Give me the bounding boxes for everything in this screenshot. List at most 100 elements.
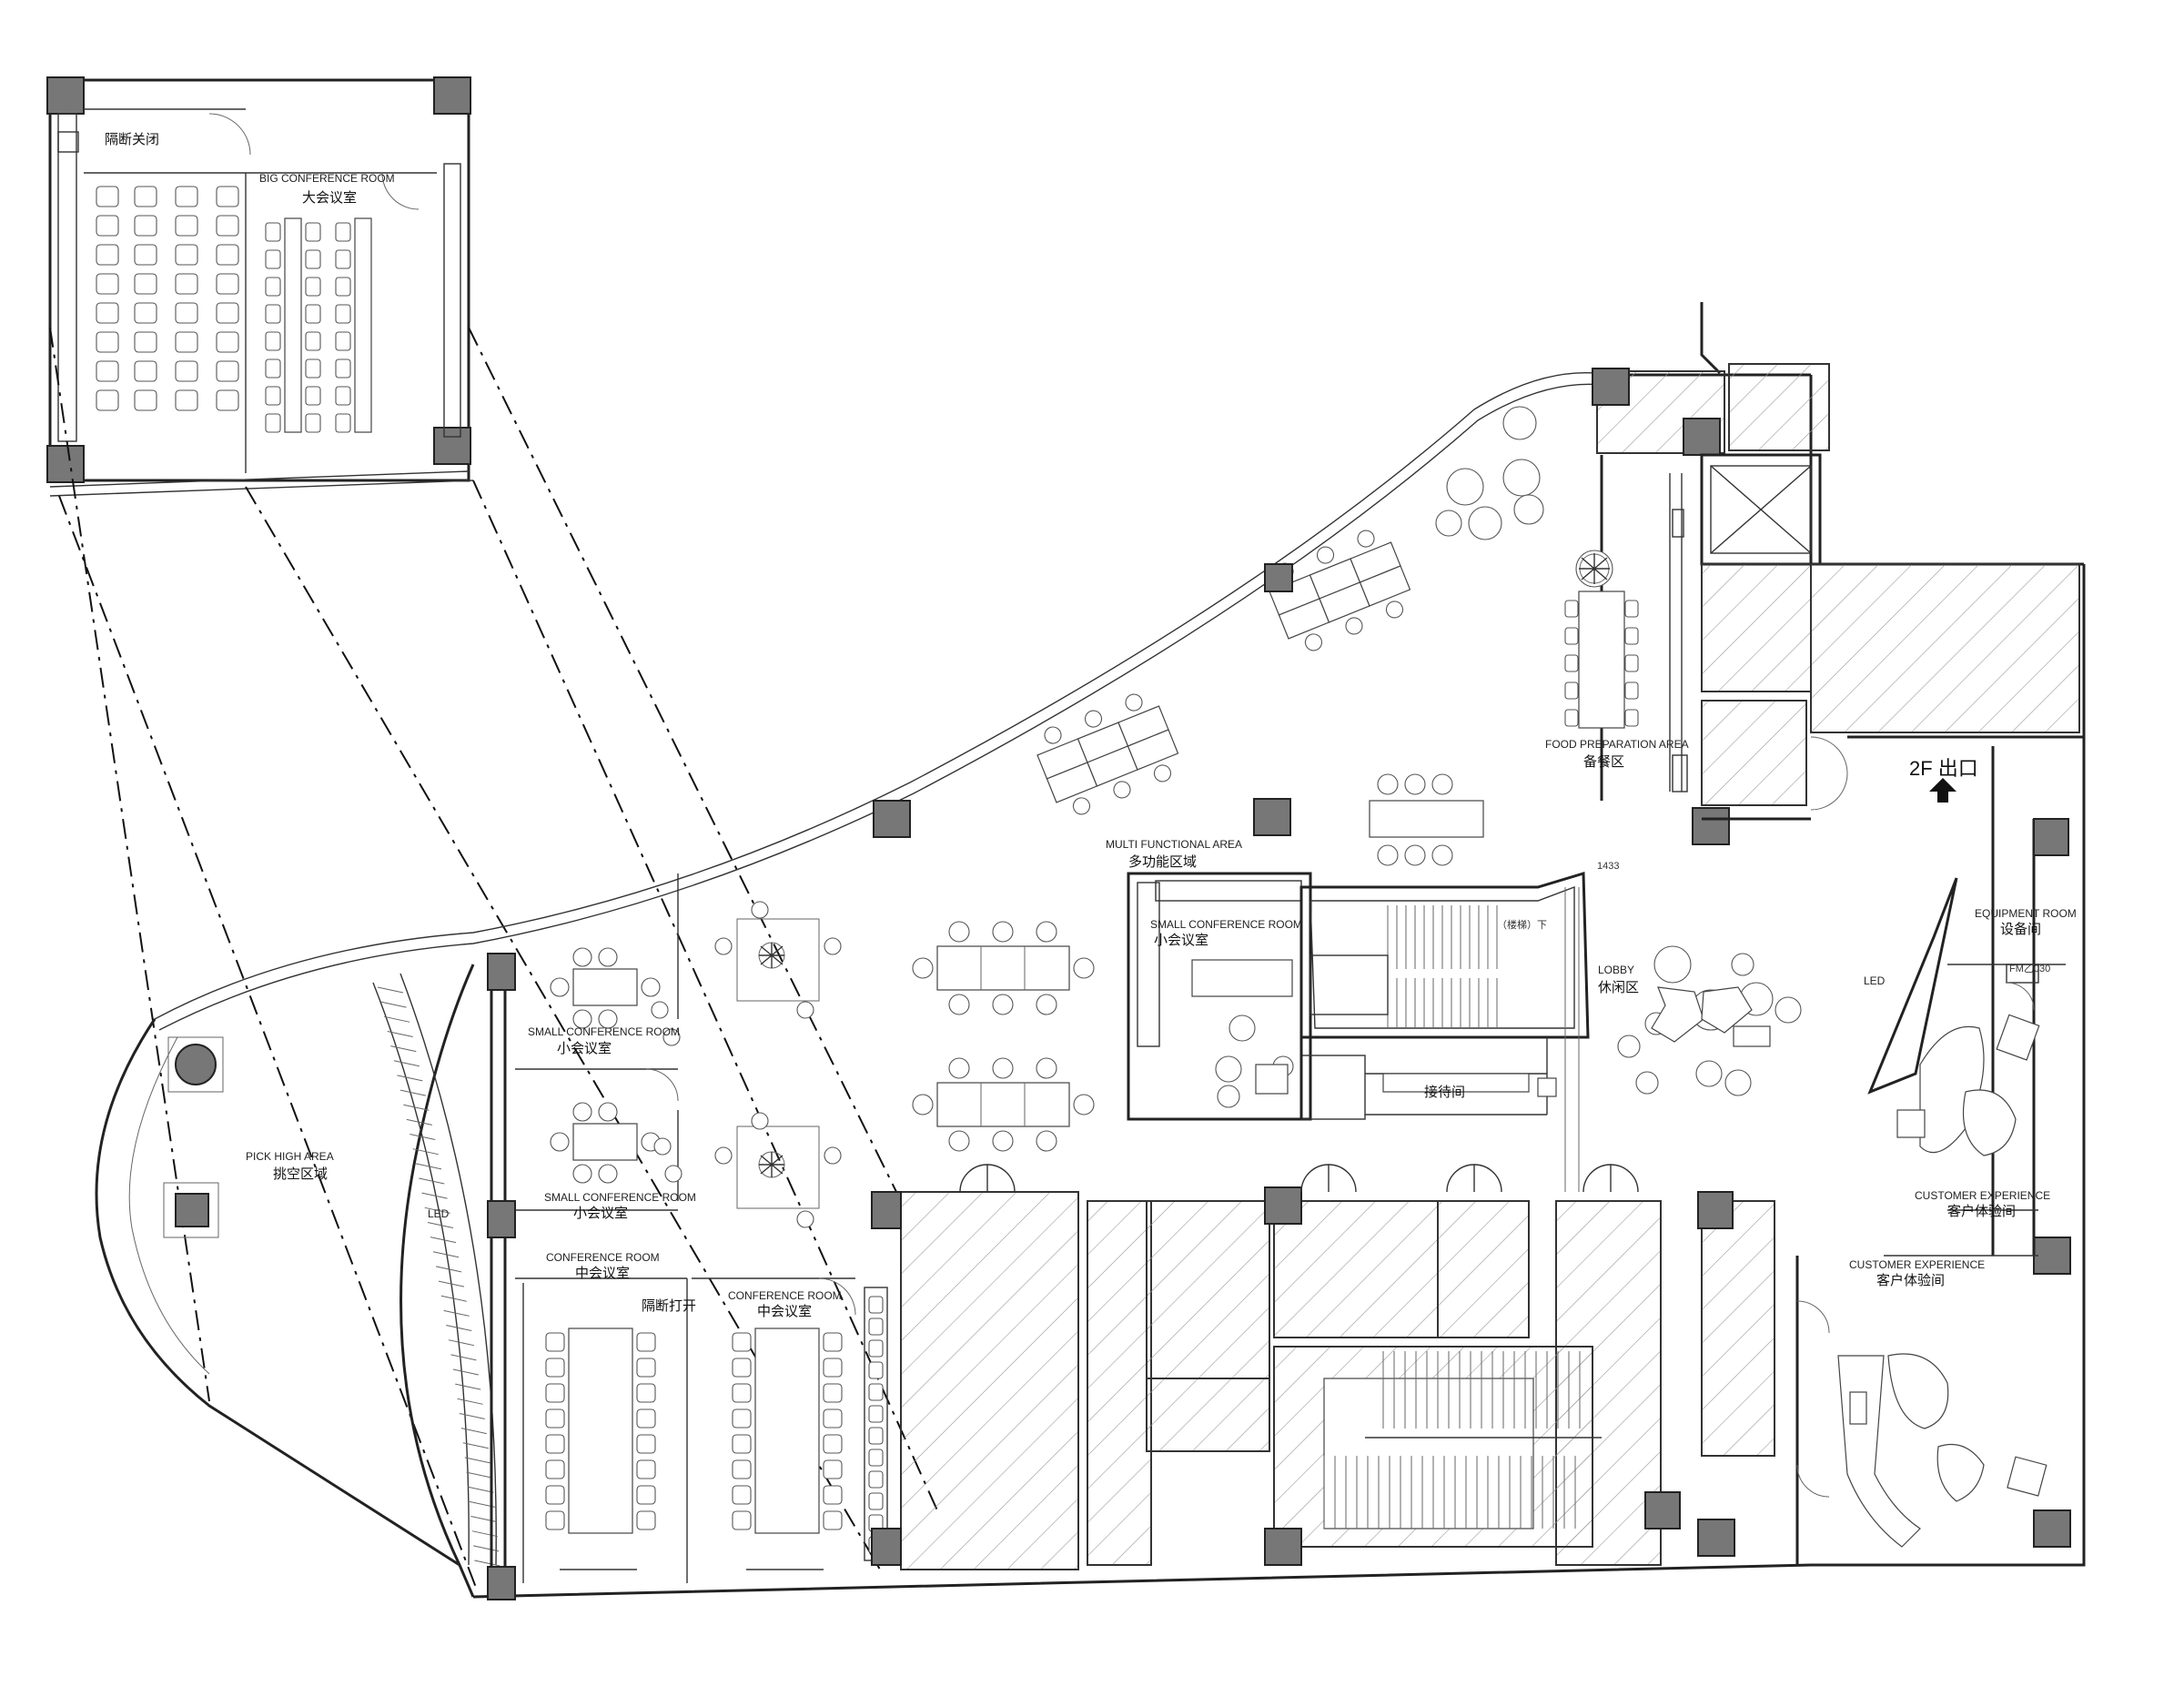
led-tick [450,1354,477,1361]
chair [305,277,321,297]
chair [1564,627,1579,645]
chair [305,331,321,351]
service-core [871,1186,2071,1570]
led-tick [387,1030,413,1037]
dimension-label: 1433 [1597,861,1619,872]
chair [1073,1094,1095,1116]
chair [96,273,119,295]
chair [868,1296,884,1314]
chair [912,1094,934,1116]
food-label-en: FOOD PREPARATION AREA [1545,738,1689,751]
table [284,217,302,433]
chair [96,244,119,266]
chair [96,389,119,411]
big-conference-label-cn: 大会议室 [302,189,357,206]
chair [265,358,281,379]
chair [175,273,198,295]
landing [1309,954,1389,1015]
small-conf-label-en-top: SMALL CONFERENCE ROOM [1150,918,1302,931]
chair [305,386,321,406]
chair [823,1383,843,1403]
round-table [1502,459,1541,497]
stair-down-label: （楼梯）下 [1497,918,1547,931]
multi-label-en: MULTI FUNCTIONAL AREA [1106,838,1242,851]
chair [96,331,119,353]
chair [823,1332,843,1352]
chair [732,1485,752,1505]
lounge-seat [1774,996,1802,1024]
chair [868,1339,884,1358]
led-tick [393,1060,420,1067]
chair [636,1358,656,1378]
chair [550,977,570,997]
chair [1624,681,1639,700]
desk-cluster [1036,693,1179,815]
table [572,968,638,1006]
chair [1072,797,1091,815]
chair [636,1459,656,1479]
chair [335,222,351,242]
food-label-cn: 备餐区 [1583,753,1624,770]
chair [305,222,321,242]
pick-label-en: PICK HIGH AREA [246,1150,334,1163]
chair [134,215,157,237]
left-conference-rooms [487,873,888,1600]
chair [305,413,321,433]
led-label-left: LED [428,1207,450,1220]
chair [545,1332,565,1352]
chair [868,1317,884,1336]
chair [134,389,157,411]
led-tick [430,1237,457,1244]
chair [636,1485,656,1505]
chair [653,1137,672,1156]
led-tick [406,1118,432,1126]
chair [216,360,239,382]
big-conference-label-en: BIG CONFERENCE ROOM [259,172,395,185]
chair [265,331,281,351]
chair [732,1332,752,1352]
conf-label-en-2: CONFERENCE ROOM [728,1289,842,1302]
lobby-label-cn: 休闲区 [1598,979,1639,995]
chair [265,413,281,433]
chair [545,1485,565,1505]
chair [732,1459,752,1479]
led-tick [435,1266,462,1273]
chair [216,215,239,237]
chair [335,413,351,433]
chair [96,360,119,382]
chair [265,304,281,324]
chair [335,331,351,351]
chair [824,937,842,955]
chair [572,1164,592,1184]
chair [732,1383,752,1403]
chair [175,302,198,324]
chair [823,1510,843,1530]
chair [823,1408,843,1428]
led-tick [412,1148,439,1156]
multi-label-cn: 多功能区域 [1128,853,1197,870]
big-conference-tables [265,217,372,433]
chair [175,244,198,266]
chair [598,947,618,967]
chair [550,1132,570,1152]
chair [96,302,119,324]
chair [732,1358,752,1378]
lounge-seat [1617,1035,1641,1058]
chair [662,1028,681,1046]
chair [305,358,321,379]
partition-closed-label: 隔断关闭 [105,131,159,147]
chair [1564,681,1579,700]
chair [175,186,198,207]
customer-label-cn-2: 客户体验间 [1876,1272,1945,1288]
led-tick [455,1383,481,1390]
small-conf-label-en-1: SMALL CONFERENCE ROOM [528,1025,680,1038]
chair [1036,921,1057,943]
chair [868,1427,884,1445]
led-tick [397,1075,423,1082]
fm-code-label: FM乙030 [2009,963,2050,974]
chair [1385,601,1404,619]
chair [335,304,351,324]
led-tick [464,1457,490,1464]
chair [651,1001,669,1019]
